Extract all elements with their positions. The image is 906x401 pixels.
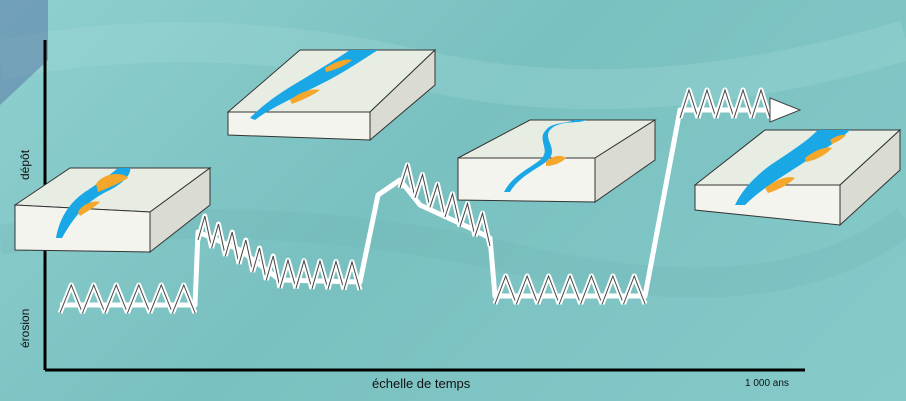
time-scale-label: 1 000 ans (745, 378, 789, 389)
ribbon-coil (80, 282, 108, 314)
arrow-head (769, 97, 802, 123)
ribbon-coil (125, 282, 153, 314)
ribbon-coil-outline (197, 215, 213, 249)
x-axis-label: échelle de temps (372, 376, 471, 391)
ribbon-coil-outline (733, 88, 753, 119)
ribbon-coil-outline (474, 211, 491, 247)
ribbon-coil-outline (679, 88, 699, 119)
y-axis-top-label: dépôt (18, 149, 32, 180)
ribbon-coil (293, 258, 315, 290)
ribbon-coil-outline (172, 283, 196, 314)
ribbon-coil-outline (211, 223, 226, 257)
ribbon-coil-outline (327, 259, 345, 290)
ribbon-coil (514, 273, 541, 305)
ribbon-coil-outline (82, 283, 106, 314)
ribbon-coil-outline (515, 274, 539, 305)
ribbon-coil-outline (537, 274, 560, 305)
ribbon-coil-outline (558, 274, 582, 305)
ribbon-coil-outline (311, 259, 329, 290)
ribbon-coil-outline (295, 258, 313, 289)
ribbon-coil (492, 273, 519, 305)
ribbon-coil (277, 257, 299, 290)
ribbon-coil-outline (399, 162, 416, 198)
ribbon-coil-outline (104, 283, 128, 314)
ribbon-coil (57, 282, 85, 314)
ribbon-coil (147, 282, 175, 314)
ribbon-coil-outline (252, 247, 267, 281)
ribbon-coil-outline (623, 274, 646, 305)
ribbon-coil (341, 259, 363, 291)
ribbon-coil-outline (343, 259, 361, 291)
ribbon-coil-outline (279, 258, 297, 289)
ribbon-coils (57, 87, 773, 314)
ribbon-coil-outline (238, 239, 254, 273)
ribbon-coil (170, 282, 198, 314)
ribbon-coil-outline (265, 255, 281, 289)
block-braided-low (13, 167, 212, 254)
y-axis-bottom-label: érosion (18, 308, 32, 348)
ribbon-coil (102, 282, 130, 314)
ribbon-coil-outline (494, 274, 517, 305)
ribbon-coil-outline (715, 88, 735, 119)
ribbon-coil (325, 258, 347, 291)
ribbon-coil (309, 258, 331, 290)
ribbon-coil-outline (601, 274, 625, 305)
ribbon-coil-outline (149, 283, 173, 314)
ribbon-coil-outline (414, 172, 431, 208)
ribbon-coil-outline (751, 88, 771, 119)
ribbon-coil-outline (127, 283, 151, 314)
block-braided-high (693, 128, 902, 227)
corner-shadow (0, 0, 48, 105)
ribbon-coil-outline (429, 182, 446, 218)
ribbon-coil-outline (224, 231, 240, 265)
ribbon-coil-outline (697, 88, 717, 119)
ribbon-coil-outline (580, 274, 603, 305)
block-braided-mid (226, 48, 437, 142)
ribbon-coil-outline (444, 191, 461, 227)
ribbon-coil-outline (59, 283, 83, 314)
ribbon-coil-outline (459, 201, 476, 237)
block-meander (457, 119, 657, 203)
